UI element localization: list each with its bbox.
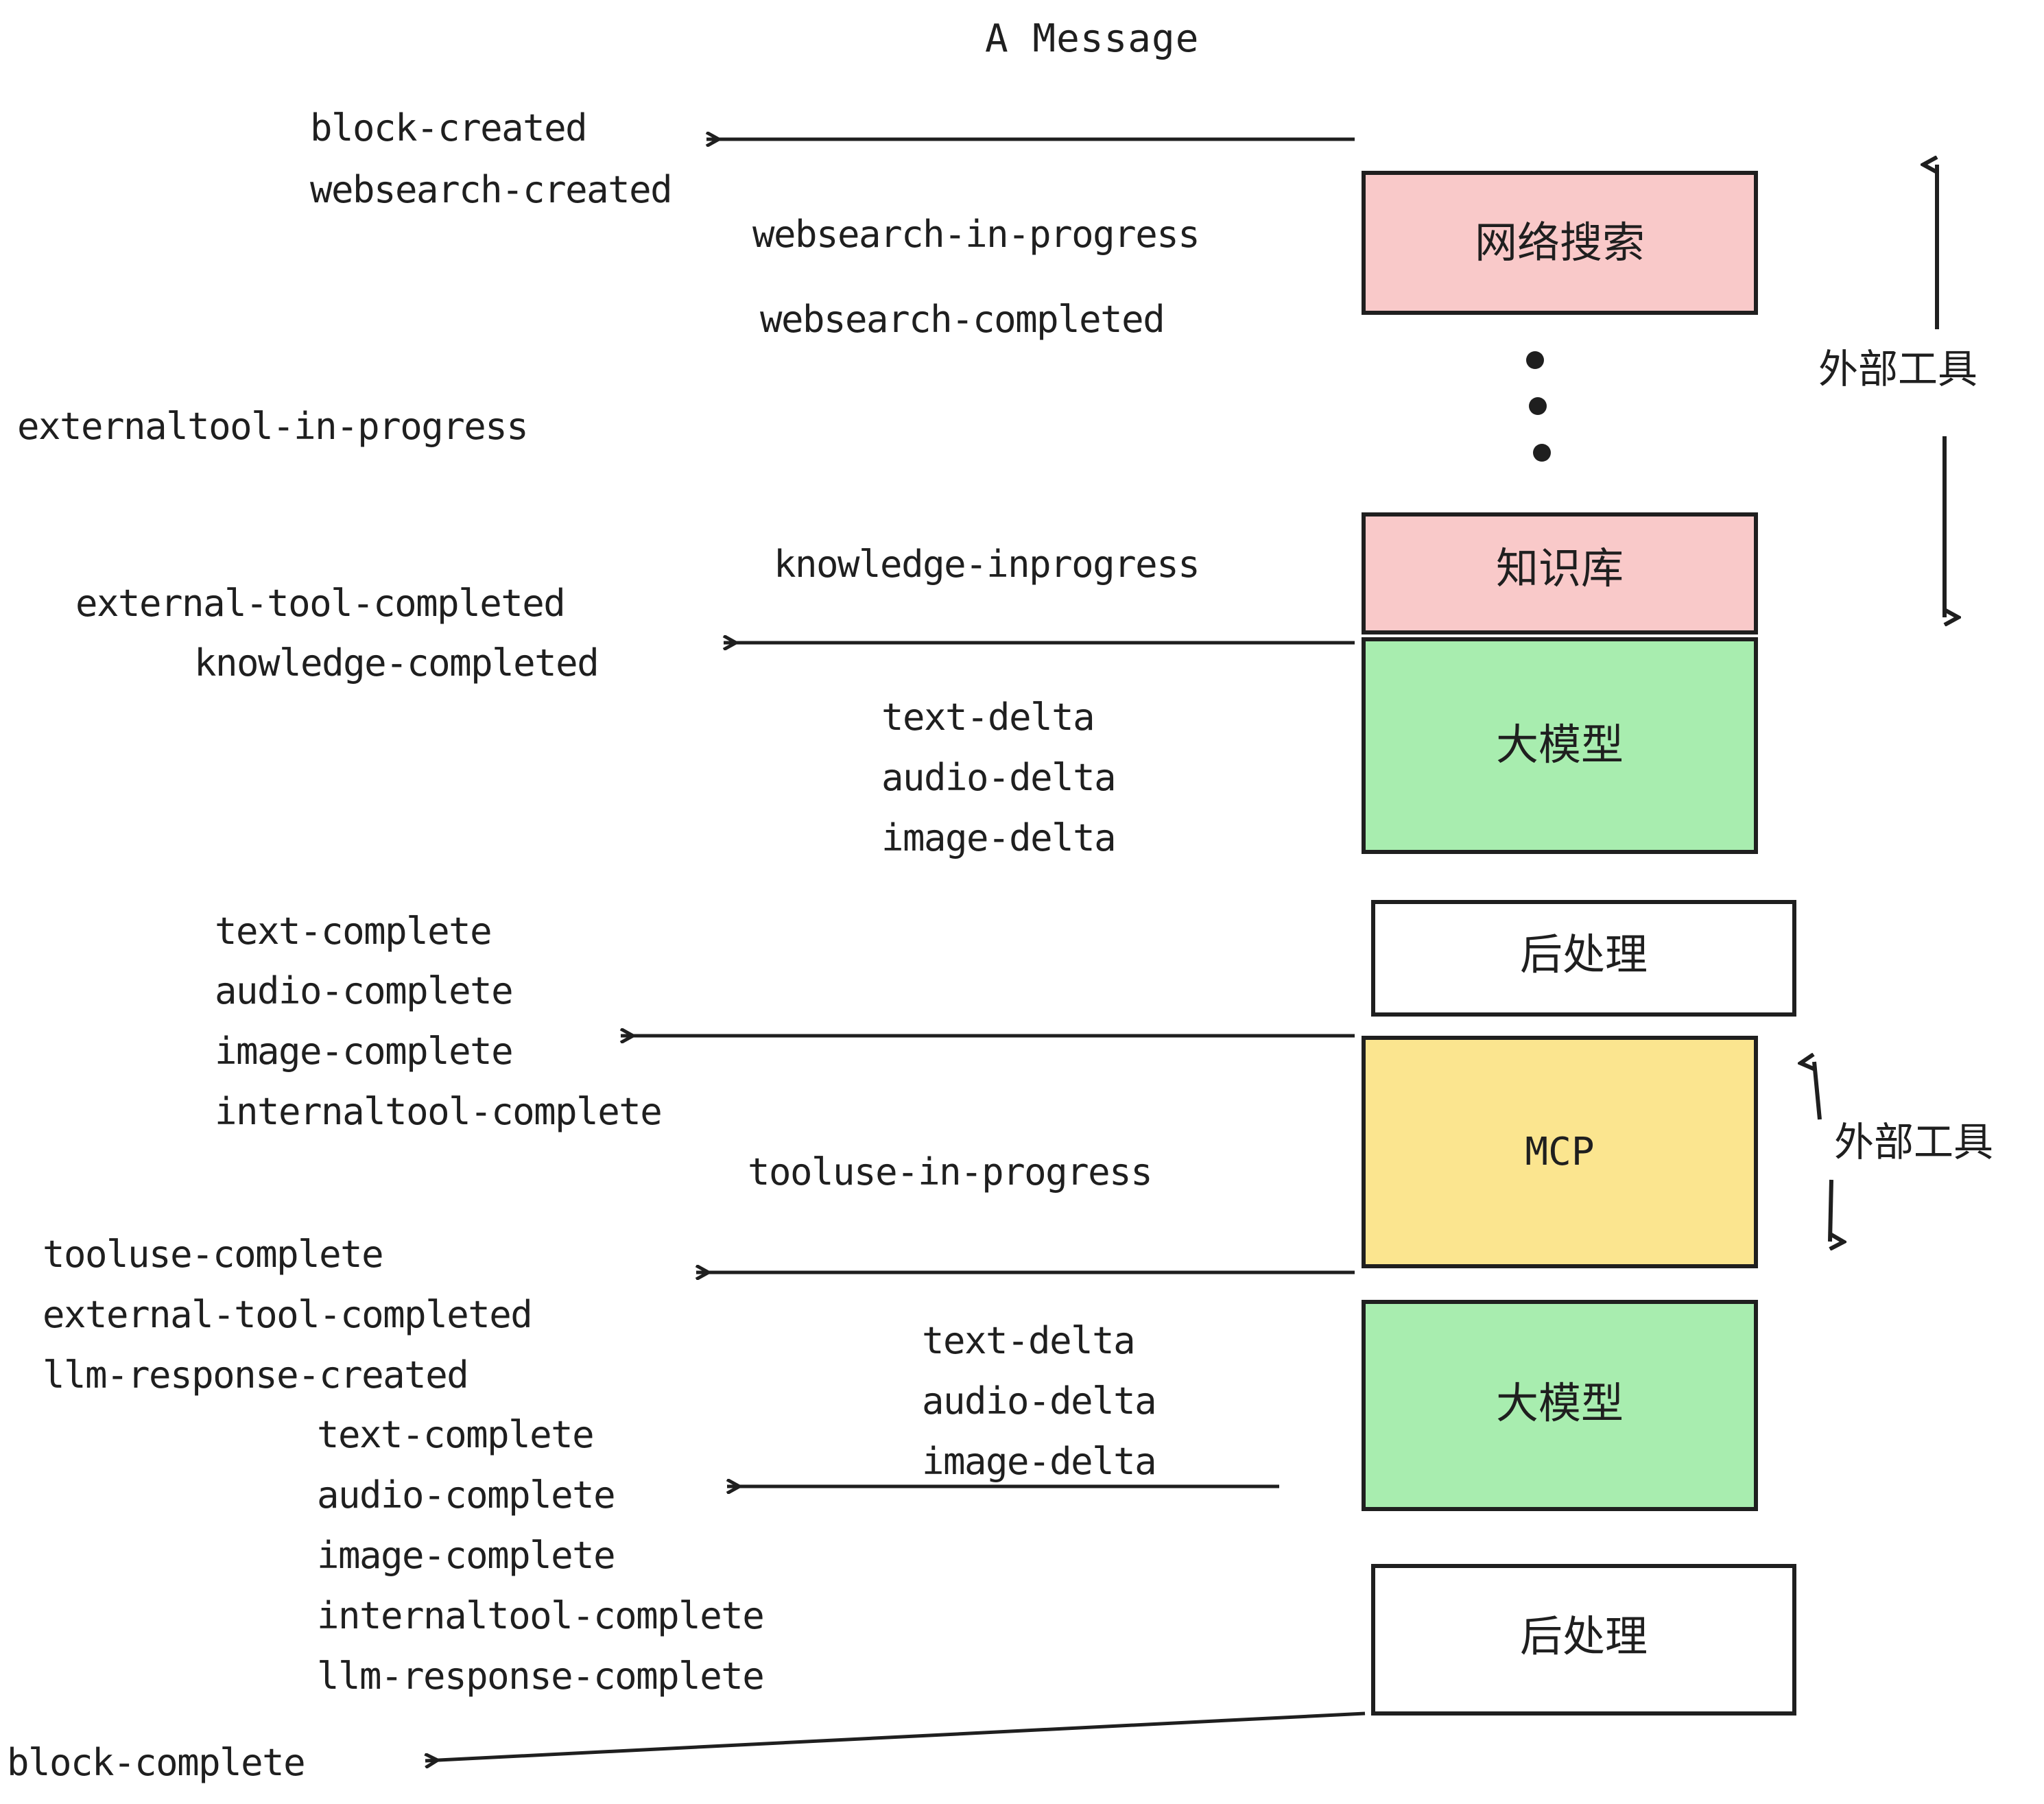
event-label-block-complete: block-complete xyxy=(7,1741,305,1784)
event-label-internaltool-complete-1: internaltool-complete xyxy=(215,1090,661,1133)
event-label-websearch-completed: websearch-completed xyxy=(760,298,1164,341)
node-box-mcp[interactable] xyxy=(1362,1036,1758,1268)
ellipsis-vertical-dots xyxy=(1526,351,1551,462)
event-label-audio-complete-1: audio-complete xyxy=(215,969,512,1012)
node-label-mcp: MCP xyxy=(1525,1130,1594,1174)
event-label-audio-delta-2: audio-delta xyxy=(922,1379,1156,1423)
event-label-websearch-in-progress: websearch-in-progress xyxy=(752,213,1199,256)
external-tools-down-arrow-bottom xyxy=(1828,1179,1831,1242)
node-label-llm-2: 大模型 xyxy=(1496,1378,1624,1428)
external-tools-up-arrow-bottom xyxy=(1814,1062,1822,1120)
event-label-llm-response-complete: llm-response-complete xyxy=(317,1654,763,1698)
event-label-external-tool-completed-2: external-tool-completed xyxy=(43,1293,532,1336)
event-label-tooluse-complete: tooluse-complete xyxy=(43,1233,383,1276)
node-box-postprocess-1[interactable] xyxy=(1371,900,1796,1017)
event-label-image-delta-2: image-delta xyxy=(922,1440,1156,1483)
node-box-llm-1[interactable] xyxy=(1362,637,1758,854)
external-tools-label-bottom: 外部工具 xyxy=(1834,1119,1993,1165)
node-label-postprocess-1: 后处理 xyxy=(1520,929,1648,980)
node-label-websearch: 网络搜索 xyxy=(1475,217,1645,268)
event-label-tooluse-in-progress: tooluse-in-progress xyxy=(748,1150,1152,1194)
node-label-llm-1: 大模型 xyxy=(1496,720,1624,770)
event-label-image-complete-2: image-complete xyxy=(317,1534,615,1577)
node-box-websearch[interactable] xyxy=(1362,171,1758,315)
event-label-text-complete-1: text-complete xyxy=(215,910,491,953)
event-label-websearch-created: websearch-created xyxy=(310,168,672,211)
event-label-knowledge-inprogress: knowledge-inprogress xyxy=(774,543,1199,586)
node-label-knowledge: 知识库 xyxy=(1496,543,1624,593)
node-box-postprocess-2[interactable] xyxy=(1371,1564,1796,1716)
node-box-llm-2[interactable] xyxy=(1362,1300,1758,1511)
event-label-knowledge-completed: knowledge-completed xyxy=(194,641,598,685)
event-label-audio-complete-2: audio-complete xyxy=(317,1473,615,1517)
event-label-image-complete-1: image-complete xyxy=(215,1030,512,1073)
event-label-internaltool-complete-2: internaltool-complete xyxy=(317,1594,763,1637)
external-tools-label-top: 外部工具 xyxy=(1818,346,1977,392)
event-label-text-complete-2: text-complete xyxy=(317,1413,593,1456)
event-label-image-delta-1: image-delta xyxy=(881,816,1115,859)
page-title: A Message xyxy=(985,16,1199,61)
event-label-text-delta-1: text-delta xyxy=(881,696,1094,739)
event-label-audio-delta-1: audio-delta xyxy=(881,756,1115,799)
event-label-text-delta-2: text-delta xyxy=(922,1319,1134,1362)
event-label-externaltool-in-progress: externaltool-in-progress xyxy=(17,405,527,448)
node-box-knowledge[interactable] xyxy=(1362,512,1758,634)
event-label-llm-response-created: llm-response-created xyxy=(43,1353,468,1397)
node-label-postprocess-2: 后处理 xyxy=(1520,1611,1648,1661)
event-label-block-created: block-created xyxy=(310,106,586,150)
flow-arrow-block-complete xyxy=(425,1711,1366,1761)
event-label-external-tool-completed-1: external-tool-completed xyxy=(75,582,565,625)
